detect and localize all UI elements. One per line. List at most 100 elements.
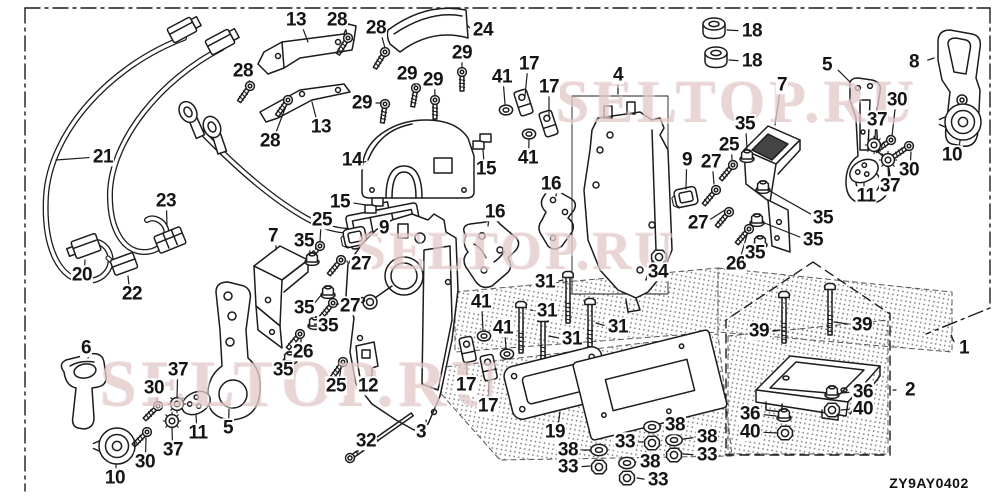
part-label-35: 35	[271, 359, 295, 381]
part-label-29: 29	[421, 69, 445, 91]
housing-3	[345, 213, 459, 431]
sub-assembly-2-box	[725, 261, 891, 456]
part-label-40: 40	[851, 398, 875, 420]
part-label-34: 34	[646, 261, 670, 283]
part-label-30: 30	[133, 451, 157, 473]
mount-plate	[572, 329, 728, 441]
cover-14	[361, 119, 475, 199]
part-label-7: 7	[266, 225, 280, 247]
part-label-30: 30	[142, 377, 166, 399]
part-label-27: 27	[686, 212, 710, 234]
part-label-9: 9	[680, 149, 694, 171]
connector-20	[66, 232, 102, 260]
part-label-31: 31	[606, 316, 630, 338]
part-label-26: 26	[724, 253, 748, 275]
part-label-35: 35	[733, 113, 757, 135]
leader-lines	[55, 25, 961, 480]
part-label-30: 30	[897, 159, 921, 181]
part-label-33: 33	[556, 456, 580, 478]
part-label-37: 37	[878, 175, 902, 197]
part-label-28: 28	[231, 60, 255, 82]
part-label-18: 18	[740, 50, 764, 72]
connector-23	[153, 226, 187, 254]
part-label-15: 15	[328, 191, 352, 213]
part-label-6: 6	[79, 337, 93, 359]
part-label-37: 37	[161, 439, 185, 461]
part-label-38: 38	[556, 439, 580, 461]
part-label-7: 7	[775, 74, 789, 96]
part-label-40: 40	[738, 421, 762, 443]
housing-4	[583, 101, 673, 313]
part-label-30: 30	[885, 89, 909, 111]
part-label-17: 17	[537, 76, 561, 98]
part-label-28: 28	[258, 130, 282, 152]
part-label-39: 39	[850, 314, 874, 336]
part-label-35: 35	[292, 297, 316, 319]
part-label-27: 27	[338, 295, 362, 317]
part-label-1: 1	[957, 337, 971, 359]
cable-23	[106, 45, 355, 255]
part-label-17: 17	[517, 53, 541, 75]
part-label-25: 25	[310, 209, 334, 231]
part-label-3: 3	[414, 421, 428, 443]
plate-24	[386, 7, 469, 53]
part-label-13: 13	[309, 116, 333, 138]
part-label-25: 25	[717, 134, 741, 156]
plate-12	[355, 341, 379, 379]
watermark-text: SELTOP.RU	[356, 221, 677, 281]
part-label-41: 41	[490, 66, 514, 88]
part-label-29: 29	[450, 42, 474, 64]
part-label-25: 25	[324, 375, 348, 397]
part-label-4: 4	[611, 64, 625, 86]
part-label-16: 16	[483, 201, 507, 223]
part-label-28: 28	[364, 17, 388, 39]
part-label-35: 35	[801, 229, 825, 251]
part-label-14: 14	[340, 149, 364, 171]
part-label-31: 31	[535, 300, 559, 322]
part-label-28: 28	[325, 9, 349, 31]
part-label-17: 17	[454, 374, 478, 396]
cable-connector	[204, 27, 240, 56]
part-label-41: 41	[469, 291, 493, 313]
part-label-26: 26	[291, 341, 315, 363]
part-label-20: 20	[70, 264, 94, 286]
part-label-41: 41	[491, 317, 515, 339]
part-label-39: 39	[747, 320, 771, 342]
part-label-16: 16	[539, 173, 563, 195]
part-label-38: 38	[638, 451, 662, 473]
part-label-21: 21	[91, 146, 115, 168]
part-label-8: 8	[907, 51, 921, 73]
part-label-31: 31	[533, 271, 557, 293]
part-label-38: 38	[663, 414, 687, 436]
part-label-27: 27	[349, 253, 373, 275]
part-label-35: 35	[743, 242, 767, 264]
cable-connector	[166, 15, 202, 44]
part-label-17: 17	[476, 395, 500, 417]
part-label-29: 29	[395, 63, 419, 85]
part-label-5: 5	[221, 417, 235, 439]
part-label-10: 10	[103, 467, 127, 489]
part-label-23: 23	[154, 190, 178, 212]
diagram-code: ZY9AY0402	[889, 475, 969, 491]
part-label-27: 27	[699, 151, 723, 173]
part-label-13: 13	[284, 9, 308, 31]
part-label-31: 31	[560, 328, 584, 350]
part-label-38: 38	[695, 426, 719, 448]
lever-7-right	[743, 125, 801, 253]
part-label-32: 32	[354, 430, 378, 452]
part-label-33: 33	[695, 444, 719, 466]
part-label-35: 35	[316, 315, 340, 337]
part-label-19: 19	[543, 421, 567, 443]
gasket-16	[538, 188, 577, 250]
part-label-33: 33	[646, 469, 670, 491]
bracket-13	[259, 83, 351, 123]
part-label-35: 35	[292, 230, 316, 252]
part-label-9: 9	[377, 217, 391, 239]
part-label-5: 5	[820, 54, 834, 76]
part-label-18: 18	[740, 20, 764, 42]
part-label-22: 22	[120, 283, 144, 305]
part-label-36: 36	[851, 381, 875, 403]
